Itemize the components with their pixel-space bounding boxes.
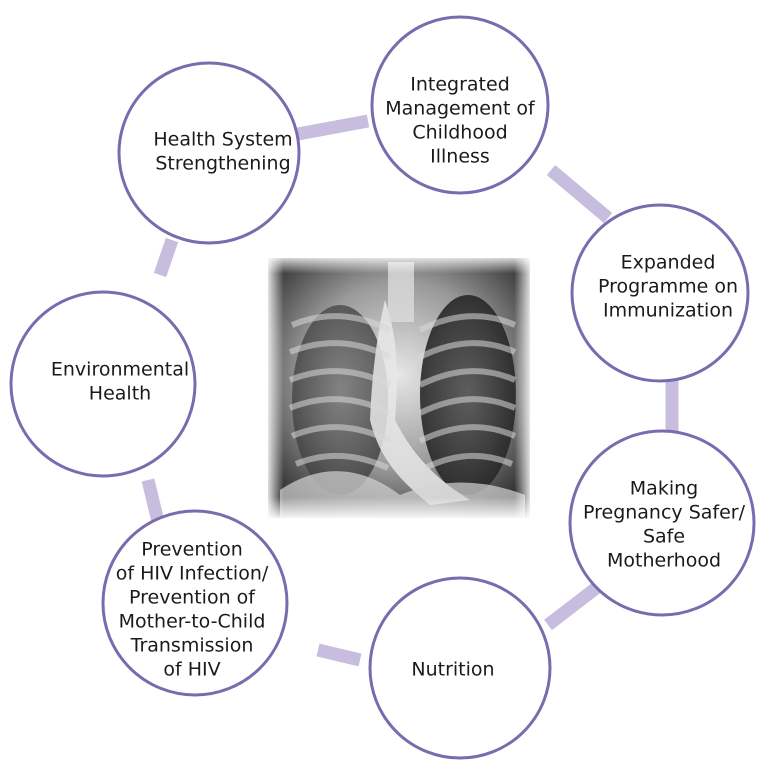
label-line-safe-motherhood-1: Pregnancy Safer/ — [583, 502, 746, 524]
label-line-environmental-health-1: Health — [89, 383, 151, 405]
connector-health-system-imci — [296, 114, 370, 141]
label-line-hiv-prevention-4: Transmission — [130, 635, 254, 657]
label-line-safe-motherhood-2: Safe — [643, 526, 685, 548]
chest-xray-image — [268, 258, 530, 518]
circle-environmental-health — [9, 290, 197, 478]
label-line-hiv-prevention-1: of HIV Infection/ — [116, 563, 269, 585]
label-line-hiv-prevention-5: of HIV — [163, 659, 220, 681]
label-line-hiv-prevention-0: Prevention — [141, 539, 243, 561]
circle-nutrition — [368, 576, 552, 760]
label-line-imci-2: Childhood — [412, 122, 507, 144]
label-line-health-system-0: Health System — [153, 129, 292, 151]
label-line-safe-motherhood-0: Making — [630, 478, 698, 500]
circle-health-system — [117, 61, 301, 245]
label-line-epi-1: Programme on — [598, 276, 738, 298]
label-line-imci-1: Management of — [385, 98, 536, 120]
label-line-imci-3: Illness — [430, 146, 490, 168]
label-line-imci-0: Integrated — [410, 74, 510, 96]
label-nutrition: Nutrition — [411, 659, 494, 681]
circle-safe-motherhood — [568, 429, 756, 617]
label-line-epi-0: Expanded — [621, 252, 716, 274]
label-line-health-system-1: Strengthening — [155, 153, 290, 175]
label-line-epi-2: Immunization — [603, 300, 733, 322]
connector-environmental-health-system — [153, 237, 179, 278]
connector-imci-epi — [546, 165, 613, 223]
circle-epi — [570, 203, 750, 383]
node-circles — [9, 15, 756, 760]
connector-safe-motherhood-nutrition — [544, 579, 604, 631]
label-line-hiv-prevention-3: Mother-to-Child — [119, 611, 266, 633]
label-line-nutrition-0: Nutrition — [411, 659, 494, 681]
label-line-safe-motherhood-3: Motherhood — [607, 550, 721, 572]
label-line-environmental-health-0: Environmental — [51, 359, 189, 381]
circle-hiv-prevention — [101, 509, 289, 697]
connector-nutrition-hiv-prevention — [316, 643, 362, 667]
connectors — [141, 114, 679, 667]
label-line-hiv-prevention-2: Prevention of — [129, 587, 256, 609]
circle-imci — [370, 15, 550, 195]
